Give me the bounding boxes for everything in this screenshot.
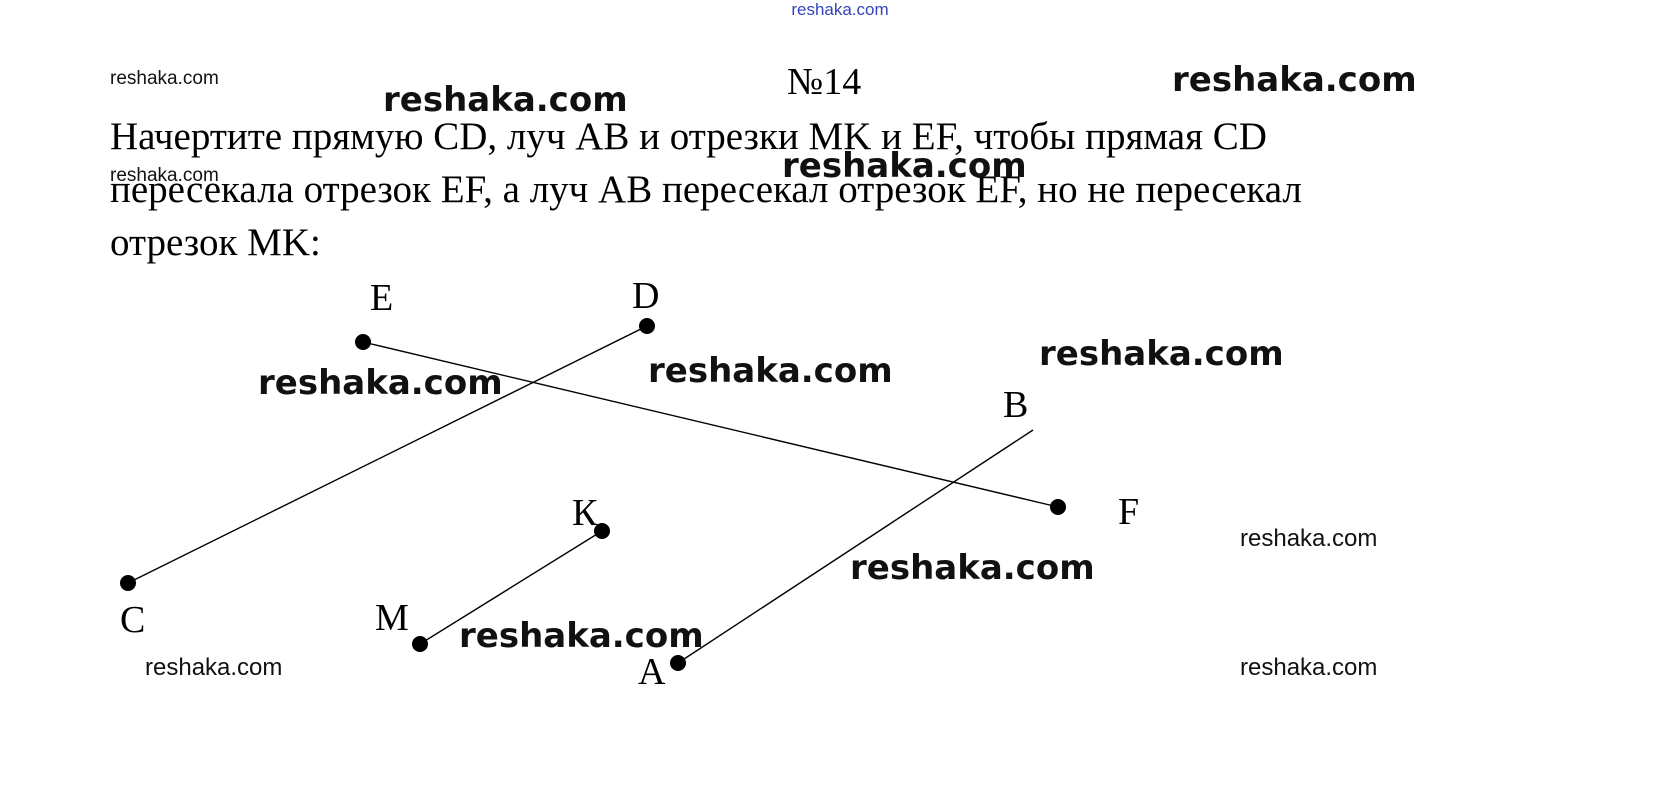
point-m <box>412 636 428 652</box>
watermark: reshaka.com <box>383 80 628 120</box>
watermark: reshaka.com <box>110 68 219 89</box>
label-e: E <box>370 277 393 319</box>
task-line: пересекала отрезок EF, а луч AB пересека… <box>110 168 1302 211</box>
watermark: reshaka.com <box>1172 60 1417 100</box>
watermark: reshaka.com <box>258 363 503 403</box>
watermark: reshaka.com <box>459 616 704 656</box>
watermark: reshaka.com <box>1240 525 1378 552</box>
watermark: reshaka.com <box>782 146 1027 186</box>
watermark: reshaka.com <box>850 548 1095 588</box>
point-k <box>594 523 610 539</box>
point-f <box>1050 499 1066 515</box>
line-cd <box>127 325 648 584</box>
point-e <box>355 334 371 350</box>
watermark: reshaka.com <box>1240 654 1378 681</box>
ray-ab <box>677 429 1034 664</box>
point-a <box>670 655 686 671</box>
label-b: B <box>1003 384 1028 426</box>
watermark: reshaka.com <box>1039 334 1284 374</box>
task-line: Начертите прямую CD, луч AB и отрезки MK… <box>110 115 1267 158</box>
task-text: Начертите прямую CD, луч AB и отрезки MK… <box>110 110 1510 269</box>
label-d: D <box>632 275 659 317</box>
label-f: F <box>1118 491 1139 533</box>
label-a: A <box>638 651 666 693</box>
watermark: reshaka.com <box>145 654 283 681</box>
problem-number: №14 <box>787 61 862 103</box>
point-d <box>639 318 655 334</box>
watermark: reshaka.com <box>110 165 219 186</box>
watermark: reshaka.com <box>648 351 893 391</box>
segment-ef <box>362 341 1059 508</box>
segment-mk <box>419 530 603 645</box>
label-c: C <box>120 599 145 641</box>
header-watermark: reshaka.com <box>791 0 889 19</box>
label-m: M <box>375 597 409 639</box>
task-line: отрезок MK: <box>110 221 321 264</box>
label-k: К <box>572 492 598 534</box>
point-c <box>120 575 136 591</box>
